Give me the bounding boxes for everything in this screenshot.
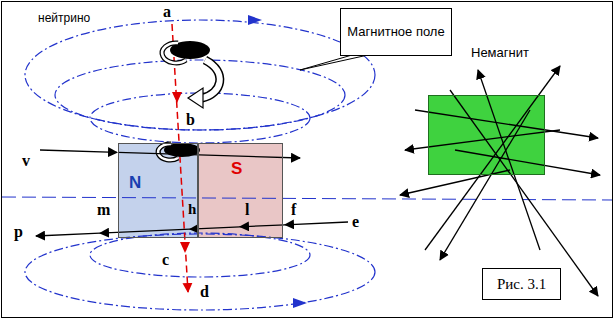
moment-arrow — [400, 170, 510, 195]
magnet-axis — [2, 197, 612, 200]
north-pole-fill — [118, 143, 198, 238]
block-heading: Немагнит — [471, 46, 529, 61]
pole-letter: S — [231, 159, 242, 179]
moment-arrow — [425, 66, 560, 250]
moment-arrow — [440, 110, 530, 260]
point-letter: c — [162, 252, 169, 268]
magnet-south-pole: S — [198, 143, 283, 238]
nonmagnet-block: Немагнит — [428, 95, 545, 175]
particle-arrow — [36, 233, 100, 236]
point-letter: b — [186, 112, 195, 128]
field-direction-arrow — [248, 15, 262, 25]
spin-ring — [162, 43, 186, 63]
field-lines — [25, 20, 375, 310]
moment-arrow — [415, 110, 598, 138]
point-letter: e — [352, 214, 359, 230]
point-letter: h — [188, 202, 196, 217]
figure-caption: Рис. 3.1 — [482, 268, 561, 300]
field-direction-arrow — [293, 298, 307, 308]
point-letter: f — [291, 202, 296, 218]
point-letter: a — [163, 4, 171, 20]
particle-arrow — [40, 150, 117, 152]
point-letter: l — [245, 202, 249, 218]
moment-arrow — [455, 150, 600, 175]
field-line — [55, 60, 345, 130]
field-line — [90, 233, 310, 277]
point-letter: m — [97, 202, 110, 218]
callout-pointer — [300, 55, 368, 70]
field-line — [25, 20, 375, 130]
particle-arrows — [36, 150, 348, 236]
motion-arrow-outline — [202, 60, 220, 98]
point-letter: d — [200, 284, 209, 300]
particle-label: нейтрино — [38, 12, 90, 24]
particle-arrow — [285, 222, 348, 225]
pole-letter: N — [129, 173, 141, 193]
neutrino-path-arrow — [180, 242, 190, 253]
particle-arrow — [100, 229, 190, 233]
motion-arrow-head — [188, 88, 203, 108]
spin-ring-outline — [158, 144, 178, 160]
spin-ring — [158, 144, 178, 160]
point-letter: p — [14, 224, 23, 240]
moment-arrow — [478, 70, 540, 250]
neutrino-path-arrow — [172, 92, 182, 103]
magnet-north-pole: N — [118, 143, 198, 238]
spin-ring-outline — [162, 43, 186, 63]
particle-arrow — [118, 152, 300, 158]
motion-arrow — [202, 60, 220, 98]
point-letter: v — [22, 153, 30, 169]
callout-text: Магнитное поле — [347, 25, 444, 40]
random-moments — [400, 66, 600, 296]
field-callout: Магнитное поле — [340, 8, 452, 56]
particle-arrow — [240, 225, 285, 227]
field-line — [25, 234, 375, 310]
